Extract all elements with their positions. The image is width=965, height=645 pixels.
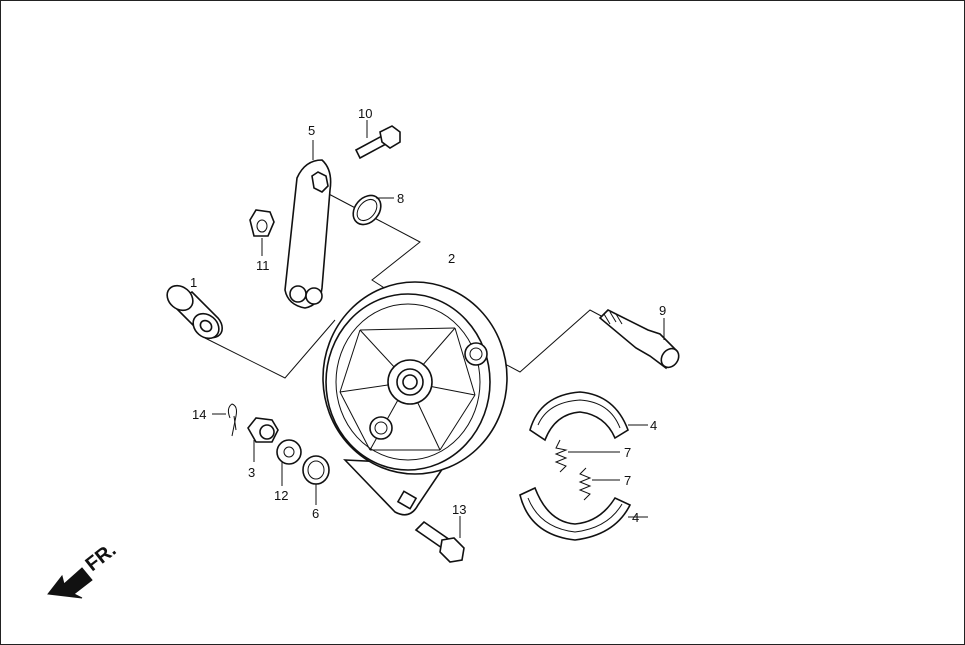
callout-11: 11 — [256, 258, 270, 273]
nut-part-11 — [249, 209, 275, 256]
callout-6: 6 — [312, 506, 319, 521]
brake-arm-part-5 — [284, 140, 332, 309]
front-direction-arrow-icon — [47, 567, 93, 599]
callout-7-lower: 7 — [624, 473, 631, 488]
callout-8: 8 — [397, 191, 404, 206]
collar-part-1 — [166, 284, 223, 340]
callout-3: 3 — [248, 465, 255, 480]
washer-part-12 — [276, 439, 302, 486]
brake-shoe-lower-part-4 — [519, 486, 648, 541]
callout-7-upper: 7 — [624, 445, 631, 460]
callout-9: 9 — [659, 303, 666, 318]
callout-12: 12 — [274, 488, 288, 503]
callout-4-upper: 4 — [650, 418, 657, 433]
callout-1: 1 — [190, 275, 197, 290]
callout-labels: 1 2 3 4 4 5 6 7 7 8 9 10 11 12 13 14 — [190, 106, 666, 525]
callout-2: 2 — [448, 251, 455, 266]
brake-cam-part-9 — [598, 309, 680, 370]
cotter-pin-part-14 — [212, 403, 237, 437]
spring-upper-part-7 — [554, 439, 620, 473]
callout-10: 10 — [358, 106, 372, 121]
bearing-part-6 — [302, 455, 330, 505]
callout-4-lower: 4 — [632, 510, 639, 525]
nut-part-3 — [247, 417, 279, 462]
bolt-part-10 — [354, 120, 401, 160]
brake-panel-part-2 — [322, 281, 508, 516]
spring-lower-part-7 — [578, 467, 620, 501]
callout-13: 13 — [452, 502, 466, 517]
pivot-bolt-part-13 — [414, 516, 465, 563]
o-ring-part-8 — [352, 194, 394, 226]
front-direction-label: FR. — [82, 539, 121, 576]
callout-5: 5 — [308, 123, 315, 138]
callout-14: 14 — [192, 407, 206, 422]
brake-shoe-upper-part-4 — [529, 391, 648, 442]
